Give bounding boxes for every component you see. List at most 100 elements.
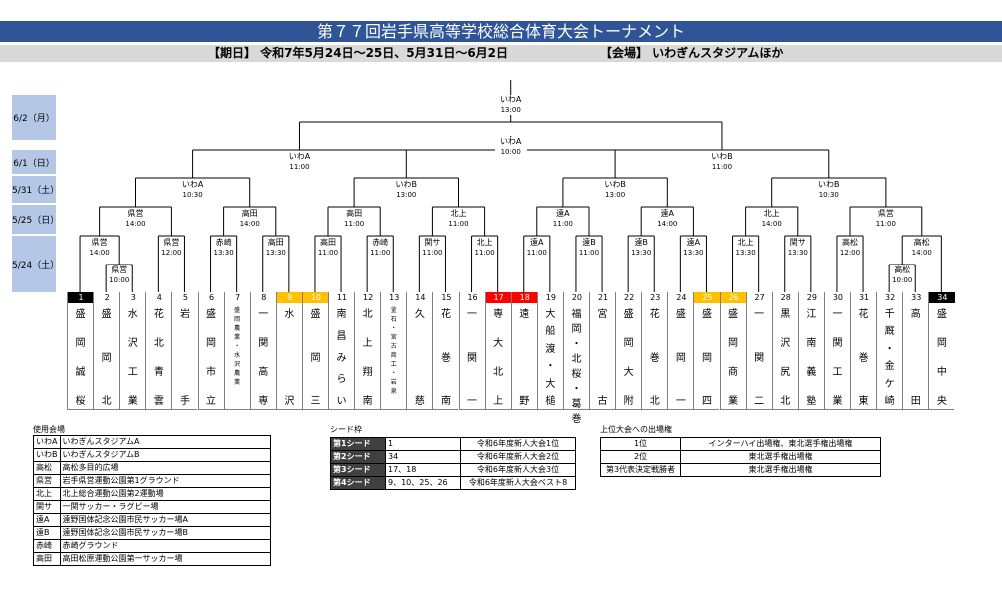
team-name: 盛岡誠桜 <box>67 303 94 410</box>
match-venue: 県営 <box>163 238 180 247</box>
match-time: 11:00 <box>422 249 443 257</box>
match-label: 遠A 11:00 <box>548 209 577 229</box>
team-name-char: 岩 <box>179 309 190 320</box>
match-venue: 遠B <box>582 238 596 247</box>
team-name-char: 泉 <box>390 388 397 395</box>
team-name-char: 千 <box>884 309 895 320</box>
match-venue: 赤崎 <box>372 238 389 247</box>
team-name-char: 央 <box>936 396 947 407</box>
match-venue: いわA <box>499 95 522 104</box>
match-venue: 遠A <box>556 209 570 218</box>
team-name-char: 中 <box>936 367 947 378</box>
team-name-char: 野 <box>519 396 530 407</box>
match-venue: 赤崎 <box>215 238 232 247</box>
team-name-char: 岡 <box>623 338 634 349</box>
match-time: 14:00 <box>239 220 260 228</box>
team-name: 盛岡北 <box>93 303 120 410</box>
match-time: 11:00 <box>578 249 600 257</box>
team-name-char: 沢 <box>127 338 138 349</box>
match-time: 13:30 <box>787 249 808 257</box>
team-name: 盛岡市立 <box>197 303 224 410</box>
team-name-char: 業 <box>234 334 241 341</box>
venue-row: 高松高松多目的広場 <box>33 461 271 475</box>
team-number: 33 <box>902 292 930 303</box>
team-name-char: み <box>336 352 347 364</box>
match-venue: いわB <box>818 180 840 189</box>
team-name-char: 岡 <box>206 338 217 349</box>
match-time: 11:00 <box>474 249 495 257</box>
team-name-char: 船 <box>545 326 556 338</box>
venue-abbr: 高松 <box>33 461 61 475</box>
team-name-char: 工 <box>390 361 397 368</box>
team-name-char: 釜 <box>390 307 397 314</box>
match-venue: 北上 <box>763 209 780 218</box>
team-name: 盛岡農業・水沢農業 <box>223 303 250 410</box>
team-name-char: 立 <box>206 396 217 407</box>
match-venue: いわA <box>181 180 204 189</box>
team-name-char: 古 <box>597 396 608 407</box>
team-number: 4 <box>145 292 173 303</box>
date-label: 6/2（月） <box>12 95 56 140</box>
team-name-char: 水 <box>127 309 138 320</box>
seed-desc: 令和6年度新人大会2位 <box>460 450 576 464</box>
team-name-char: 盛 <box>701 309 712 320</box>
match-venue: いわB <box>395 180 418 189</box>
team-name-char: 雲 <box>153 396 164 407</box>
match-time: 13:00 <box>605 191 626 199</box>
match-time: 13:30 <box>735 249 756 257</box>
team-name: 水沢工業 <box>119 303 146 410</box>
team-name-char: 葛 <box>571 399 582 410</box>
team-name-char: 北 <box>493 367 504 378</box>
team-name-char: 手 <box>179 396 190 407</box>
match-time: 14:00 <box>761 220 782 228</box>
venue-row: 北上北上総合運動公園第2運動場 <box>33 487 271 501</box>
match-time: 11:00 <box>289 163 310 171</box>
venue-row: 関サ一関サッカー・ラグビー場 <box>33 500 271 514</box>
date-label: 5/24（土） <box>12 236 59 292</box>
match-time: 11:00 <box>552 220 573 228</box>
team-name-char: 大 <box>545 378 556 390</box>
match-venue: 高田 <box>267 238 284 247</box>
seed-teams: 1 <box>385 437 461 451</box>
team-number: 31 <box>850 292 878 303</box>
team-name-char: 盛 <box>101 309 112 320</box>
team-name: 盛岡大附 <box>615 303 642 410</box>
match-venue: 高松 <box>913 238 930 247</box>
team-number: 23 <box>641 292 669 303</box>
venue-name: 高松多目的広場 <box>59 461 271 475</box>
seed-label: 第1シード <box>330 437 386 451</box>
advance-rank: 第3代表決定戦勝者 <box>600 463 681 477</box>
team-name: 久慈 <box>406 303 433 410</box>
team-name-char: 商 <box>390 352 397 359</box>
venue-name: 遠野国体記念公園市民サッカー場A <box>59 513 271 527</box>
advance-desc: 東北選手権出場権 <box>680 463 881 477</box>
team-name-char: 水 <box>234 352 241 359</box>
team-number: 14 <box>406 292 434 303</box>
venue-name: 北上総合運動公園第2運動場 <box>59 487 271 501</box>
advance-desc: 東北選手権出場権 <box>680 450 881 464</box>
bracket-lines <box>79 80 942 292</box>
match-time: 10:00 <box>500 148 521 156</box>
advance-row: 2位東北選手権出場権 <box>600 450 881 464</box>
team-number: 30 <box>823 292 851 303</box>
team-name-char: 岩 <box>390 379 397 386</box>
team-name-char: 宮 <box>597 309 608 320</box>
team-name-char: 業 <box>127 396 138 407</box>
match-venue: 県営 <box>91 238 108 247</box>
match-venue: 遠A <box>530 238 544 247</box>
